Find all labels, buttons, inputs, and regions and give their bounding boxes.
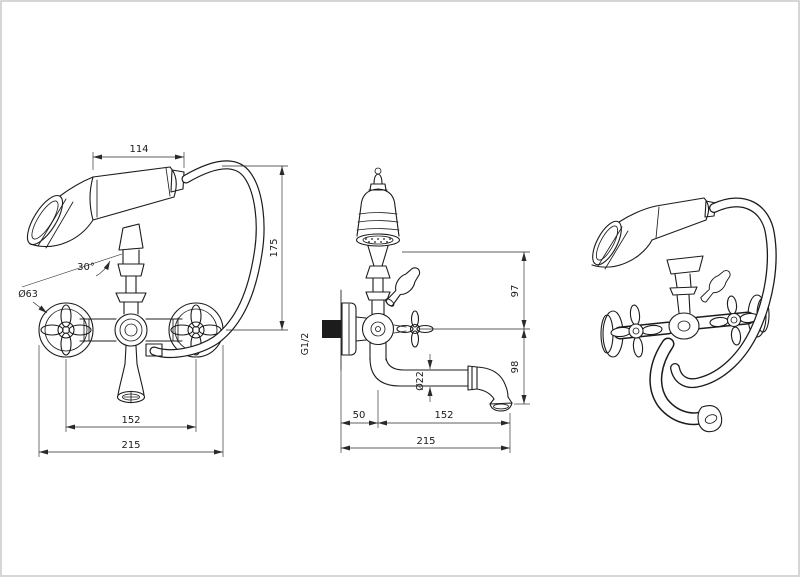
dim-152-front-label: 152 bbox=[121, 415, 140, 426]
persp-lever-handle bbox=[700, 270, 731, 303]
persp-column bbox=[666, 255, 704, 314]
dim-97-label: 97 bbox=[510, 285, 521, 298]
spray-face-dots bbox=[365, 238, 391, 243]
left-escutcheon bbox=[38, 302, 94, 358]
persp-right-cross-handle bbox=[709, 295, 759, 346]
dim-hose-height: 175 bbox=[222, 165, 288, 331]
persp-spout bbox=[649, 337, 723, 433]
front-spout bbox=[116, 345, 146, 404]
dim-d22-label: Ø22 bbox=[415, 371, 426, 391]
dim-flange-diameter: Ø63 bbox=[18, 289, 48, 314]
dim-overall-width: 215 bbox=[38, 345, 224, 457]
dim-114-label: 114 bbox=[129, 144, 148, 155]
side-shower-head bbox=[355, 167, 401, 267]
dim-height-97: 97 bbox=[402, 251, 530, 330]
side-lever-handle bbox=[385, 267, 421, 307]
dim-50-label: 50 bbox=[353, 410, 366, 421]
dim-valve-spacing: 152 bbox=[65, 359, 197, 432]
side-body bbox=[355, 312, 395, 346]
dim-wall-offset: 50 152 215 bbox=[340, 370, 511, 453]
side-spout bbox=[369, 341, 513, 412]
side-view: G1/2 Ø22 97 98 50 152 215 bbox=[300, 167, 530, 453]
dim-98-label: 98 bbox=[510, 361, 521, 374]
wall-mount bbox=[322, 289, 357, 371]
side-cross-handle bbox=[393, 310, 434, 348]
dim-d63-label: Ø63 bbox=[18, 289, 38, 300]
persp-hand-shower bbox=[591, 197, 717, 270]
dim-shower-width: 114 bbox=[92, 144, 185, 170]
persp-left-cross-handle bbox=[610, 304, 663, 358]
persp-hose bbox=[670, 197, 777, 389]
dim-215-front-label: 215 bbox=[121, 440, 140, 451]
shower-cradle-column bbox=[115, 223, 147, 315]
inlet-nipple bbox=[322, 320, 341, 338]
dim-spout-diameter: Ø22 bbox=[415, 354, 433, 402]
dim-tilt-angle: 30° bbox=[21, 253, 123, 288]
dim-215-side-label: 215 bbox=[416, 436, 435, 447]
dim-g12-label: G1/2 bbox=[300, 333, 311, 356]
side-column bbox=[365, 265, 391, 315]
dim-30deg-label: 30° bbox=[77, 262, 95, 273]
dim-152-side-label: 152 bbox=[434, 410, 453, 421]
hand-shower bbox=[26, 166, 185, 249]
dim-175-label: 175 bbox=[269, 238, 280, 257]
dim-inlet-thread: G1/2 bbox=[300, 333, 311, 356]
front-view: 114 175 30° Ø63 152 215 bbox=[18, 144, 288, 457]
mixer-body bbox=[79, 313, 183, 347]
dim-height-98: 98 bbox=[510, 329, 530, 405]
left-cross-handle bbox=[40, 304, 92, 356]
shower-hose bbox=[145, 160, 265, 358]
perspective-view bbox=[591, 197, 777, 433]
